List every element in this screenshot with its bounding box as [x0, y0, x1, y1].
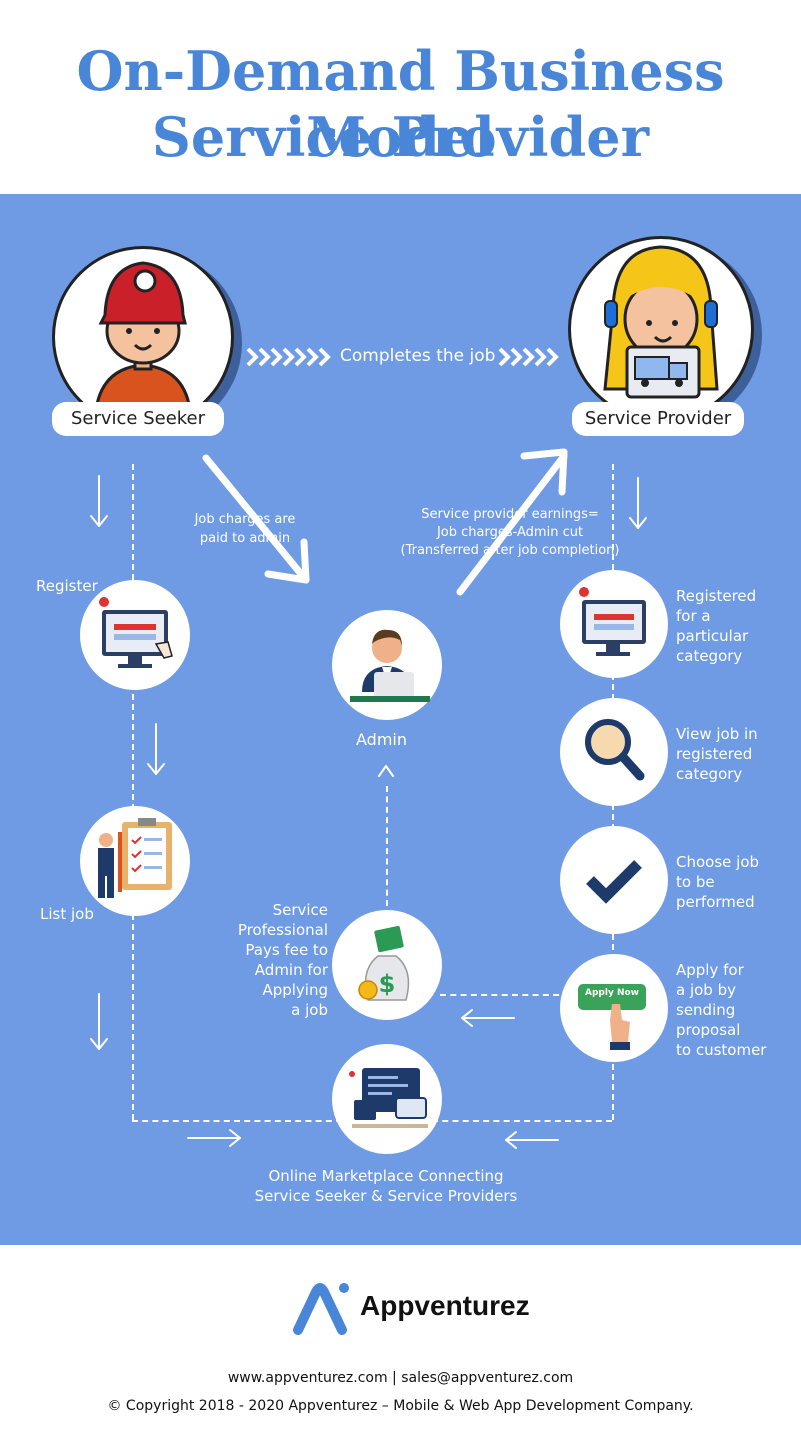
fee-line3: Pays fee to [245, 941, 328, 959]
choose-job-circle [560, 826, 668, 934]
monitor-form-icon-2 [579, 587, 646, 656]
job-charges-label: Job charges are paid to admin [190, 510, 300, 548]
earnings-line2: Job charges-Admin cut [436, 525, 584, 540]
seeker-dashed-line [132, 464, 134, 1120]
marketplace-line2: Service Seeker & Service Providers [254, 1187, 518, 1205]
apply-job-line1: Apply for [676, 961, 744, 979]
monitor-form-icon [99, 597, 173, 668]
appventurez-logo-icon [293, 1282, 354, 1335]
marketplace-line1: Online Marketplace Connecting [268, 1167, 504, 1185]
view-job-line1: View job in [676, 725, 758, 743]
seeker-illustration [93, 261, 193, 427]
flow-arrows [90, 347, 647, 1149]
apply-job-line3: sending [676, 1001, 736, 1019]
page-title-line2: Service Provider [151, 105, 650, 169]
registered-line3: particular [676, 627, 749, 645]
provider-label: Service Provider [572, 402, 744, 436]
admin-icon [350, 629, 430, 702]
choose-job-line1: Choose job [676, 853, 760, 871]
money-bag-icon: $ [358, 925, 410, 1001]
provider-illustration [603, 245, 719, 399]
registered-line4: category [676, 647, 743, 665]
bottom-left-dashed-line [132, 1120, 342, 1122]
earnings-label: Service provider earnings= Job charges-A… [390, 506, 630, 560]
diagram-panel: Service Seeker Service Provider Complete… [0, 194, 801, 1245]
list-job-label: List job [40, 905, 94, 923]
svg-text:$: $ [379, 970, 396, 998]
marketplace-circle [332, 1044, 442, 1154]
earnings-line3: (Transferred after job completion) [400, 543, 620, 558]
registered-line1: Registered [676, 587, 757, 605]
apply-now-button-label: Apply Now [585, 988, 639, 998]
view-job-circle [560, 698, 668, 806]
footer-contact: www.appventurez.com | sales@appventurez.… [227, 1370, 574, 1386]
choose-job-text: Choose job to be performed [676, 852, 759, 912]
choose-job-line3: performed [676, 893, 755, 911]
apply-job-line4: proposal [676, 1021, 741, 1039]
job-charges-line1: Job charges are [194, 512, 296, 527]
apply-job-line5: to customer [676, 1041, 767, 1059]
fee-line1: Service [272, 901, 328, 919]
apply-now-icon [578, 984, 646, 1050]
magnifier-icon [585, 719, 645, 781]
completes-job-label: Completes the job [340, 346, 496, 366]
brand-name: Appventurez [360, 1290, 530, 1321]
view-job-text: View job in registered category [676, 724, 758, 784]
seeker-label: Service Seeker [52, 402, 224, 436]
fee-circle: $ [332, 910, 442, 1020]
fee-line5: Applying [262, 981, 328, 999]
view-job-line2: registered [676, 745, 753, 763]
marketplace-icon [349, 1068, 428, 1128]
registered-circle [560, 570, 668, 678]
admin-dashed-line [386, 786, 388, 906]
checkmark-icon [586, 860, 642, 904]
earnings-line1: Service provider earnings= [421, 507, 599, 522]
register-label: Register [36, 577, 98, 595]
apply-job-circle: Apply Now [560, 954, 668, 1062]
fee-dashed-line [440, 994, 590, 996]
fee-text: Service Professional Pays fee to Admin f… [218, 900, 328, 1020]
marketplace-text: Online Marketplace Connecting Service Se… [0, 1166, 772, 1206]
job-charges-line2: paid to admin [199, 531, 291, 546]
bottom-right-dashed-line [432, 1120, 612, 1122]
footer-copyright: © Copyright 2018 - 2020 Appventurez – Mo… [107, 1398, 694, 1414]
registered-text: Registered for a particular category [676, 586, 756, 666]
choose-job-line2: to be [676, 873, 715, 891]
checklist-icon [98, 818, 172, 898]
register-circle [80, 580, 190, 690]
view-job-line3: category [676, 765, 743, 783]
apply-job-text: Apply for a job by sending proposal to c… [676, 960, 766, 1060]
page-title-line1: On-Demand Business Model [76, 39, 725, 169]
provider-avatar [568, 236, 754, 422]
apply-job-line2: a job by [676, 981, 736, 999]
registered-line2: for a [676, 607, 711, 625]
list-job-circle [80, 806, 190, 916]
admin-circle [332, 610, 442, 720]
fee-line4: Admin for [254, 961, 328, 979]
fee-line2: Professional [237, 921, 328, 939]
admin-label: Admin [356, 730, 407, 749]
seeker-avatar [52, 246, 234, 428]
fee-line6: a job [291, 1001, 328, 1019]
